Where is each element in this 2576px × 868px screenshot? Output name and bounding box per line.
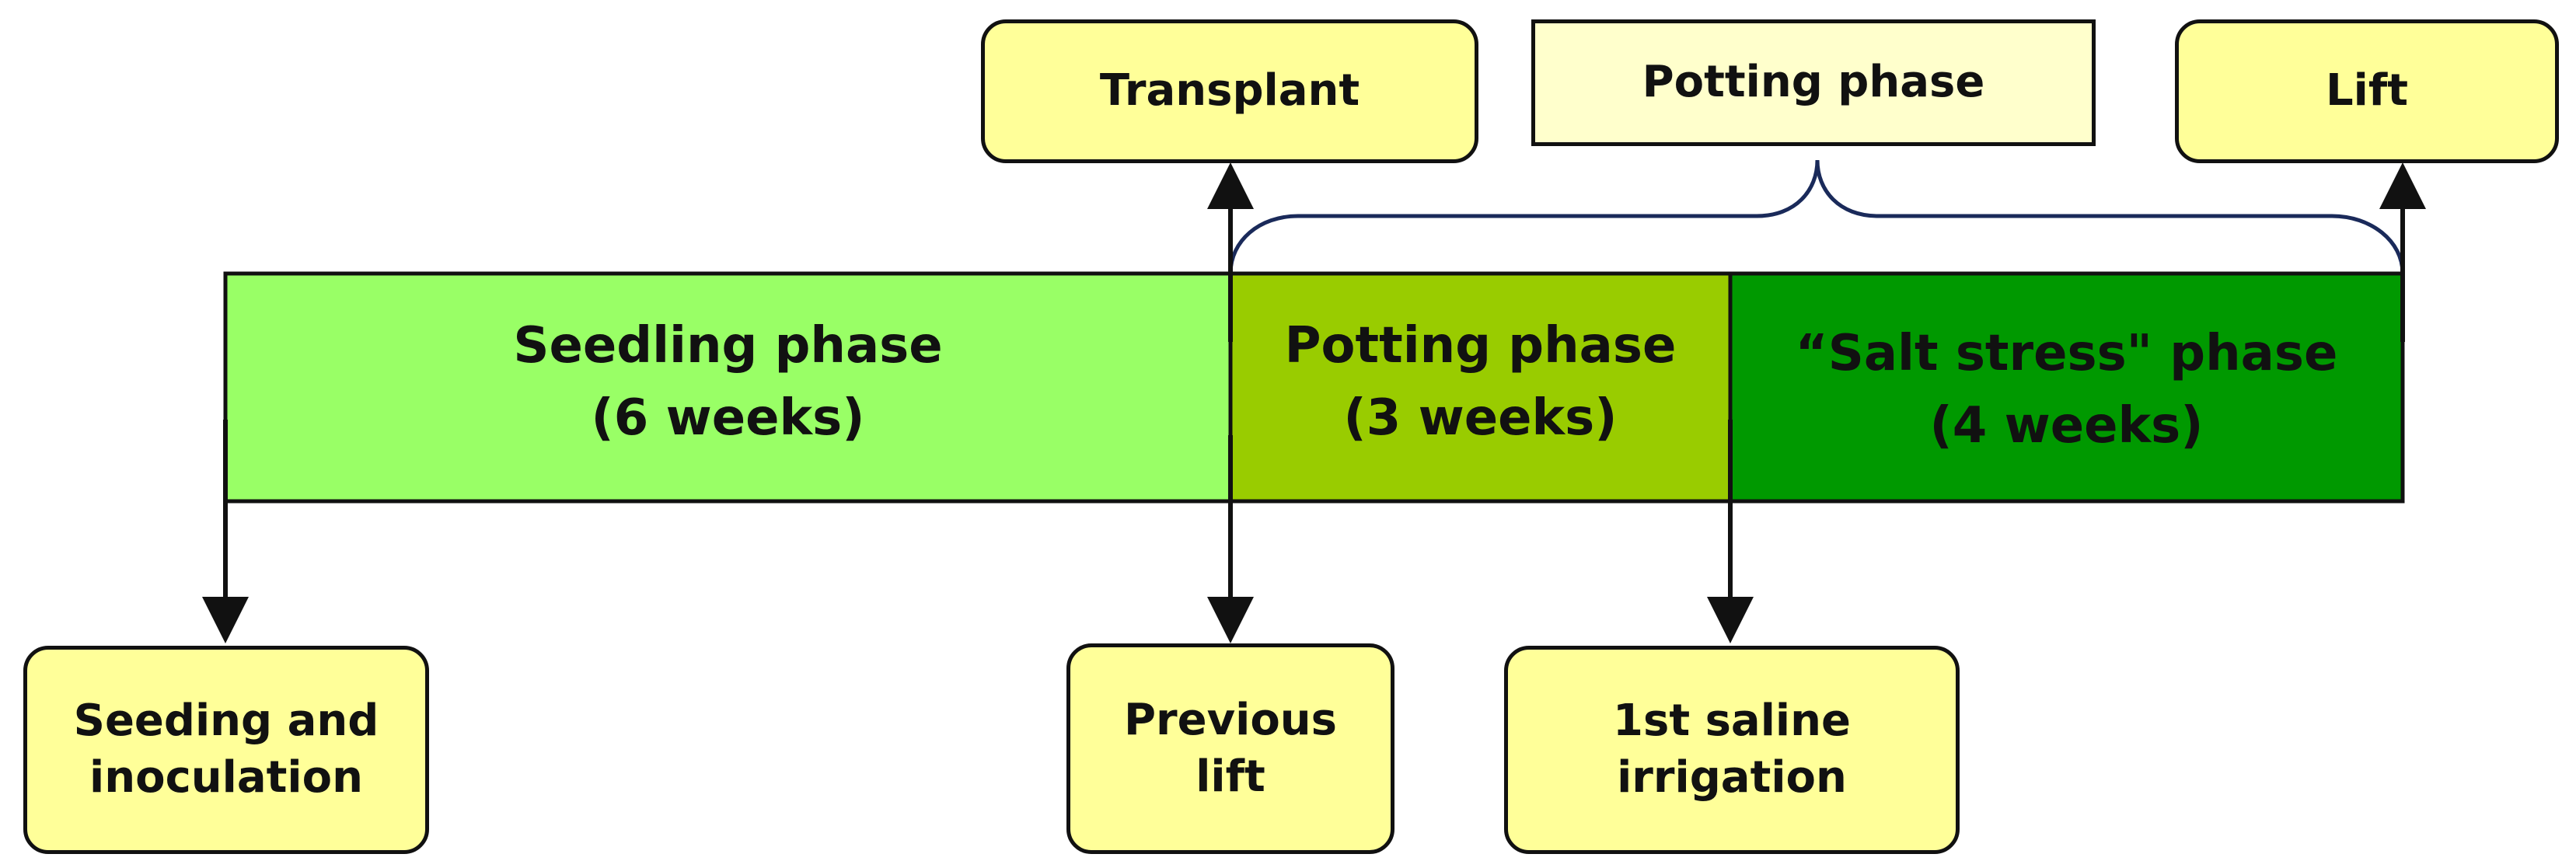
potting-phase-brace bbox=[1228, 159, 2405, 274]
transplant-box: Transplant bbox=[981, 19, 1478, 163]
salt-stress-phase-bar bbox=[1728, 271, 2405, 504]
potting-phase-label: Potting phase (3 weeks) bbox=[1230, 274, 1730, 501]
salt-stress-phase-duration: (4 weeks) bbox=[1929, 396, 2204, 455]
lift-box: Lift bbox=[2175, 19, 2559, 163]
potting-phase-title: Potting phase bbox=[1284, 316, 1677, 375]
seedling-phase-bar bbox=[223, 271, 1233, 504]
potting-phase-duration: (3 weeks) bbox=[1343, 389, 1618, 447]
potting-phase-bar bbox=[1228, 271, 1733, 504]
saline-irrigation-box: 1st saline irrigation bbox=[1504, 646, 1960, 854]
potting-phase-header-box: Potting phase bbox=[1531, 19, 2096, 146]
salt-stress-phase-title: “Salt stress" phase bbox=[1795, 324, 2338, 382]
salt-stress-phase-label: “Salt stress" phase (4 weeks) bbox=[1730, 274, 2403, 501]
seedling-phase-label: Seedling phase (6 weeks) bbox=[225, 274, 1230, 501]
seeding-inoculation-box: Seeding and inoculation bbox=[23, 646, 429, 854]
seedling-phase-duration: (6 weeks) bbox=[591, 389, 865, 447]
previous-lift-box: Previous lift bbox=[1066, 643, 1394, 854]
seedling-phase-title: Seedling phase bbox=[513, 316, 943, 375]
